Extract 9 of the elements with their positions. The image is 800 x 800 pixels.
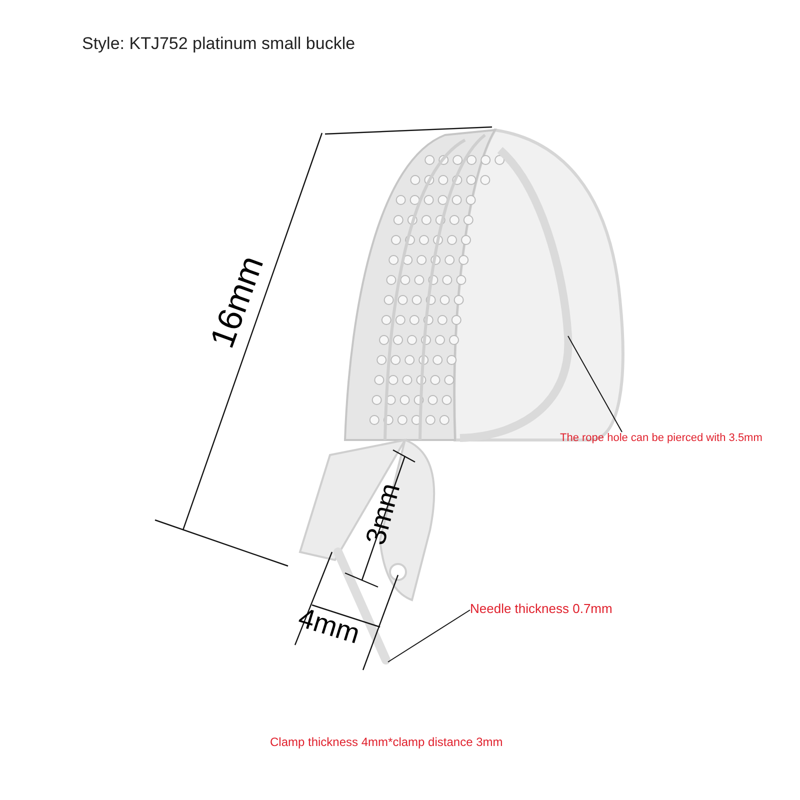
- callout-text: The rope hole can be pierced with 3.5mm: [560, 432, 780, 446]
- leader-line: [568, 336, 622, 432]
- callout-text: Needle thickness 0.7mm: [470, 601, 670, 617]
- dimension-label: 4mm: [295, 604, 363, 648]
- dimension-label: 16mm: [205, 252, 270, 352]
- note-text: Clamp thickness 4mm*clamp distance 3mm: [270, 736, 503, 748]
- dimension-label: 3mm: [362, 480, 405, 548]
- title-text: Style: KTJ752 platinum small buckle: [82, 33, 356, 55]
- leader-line: [388, 610, 470, 662]
